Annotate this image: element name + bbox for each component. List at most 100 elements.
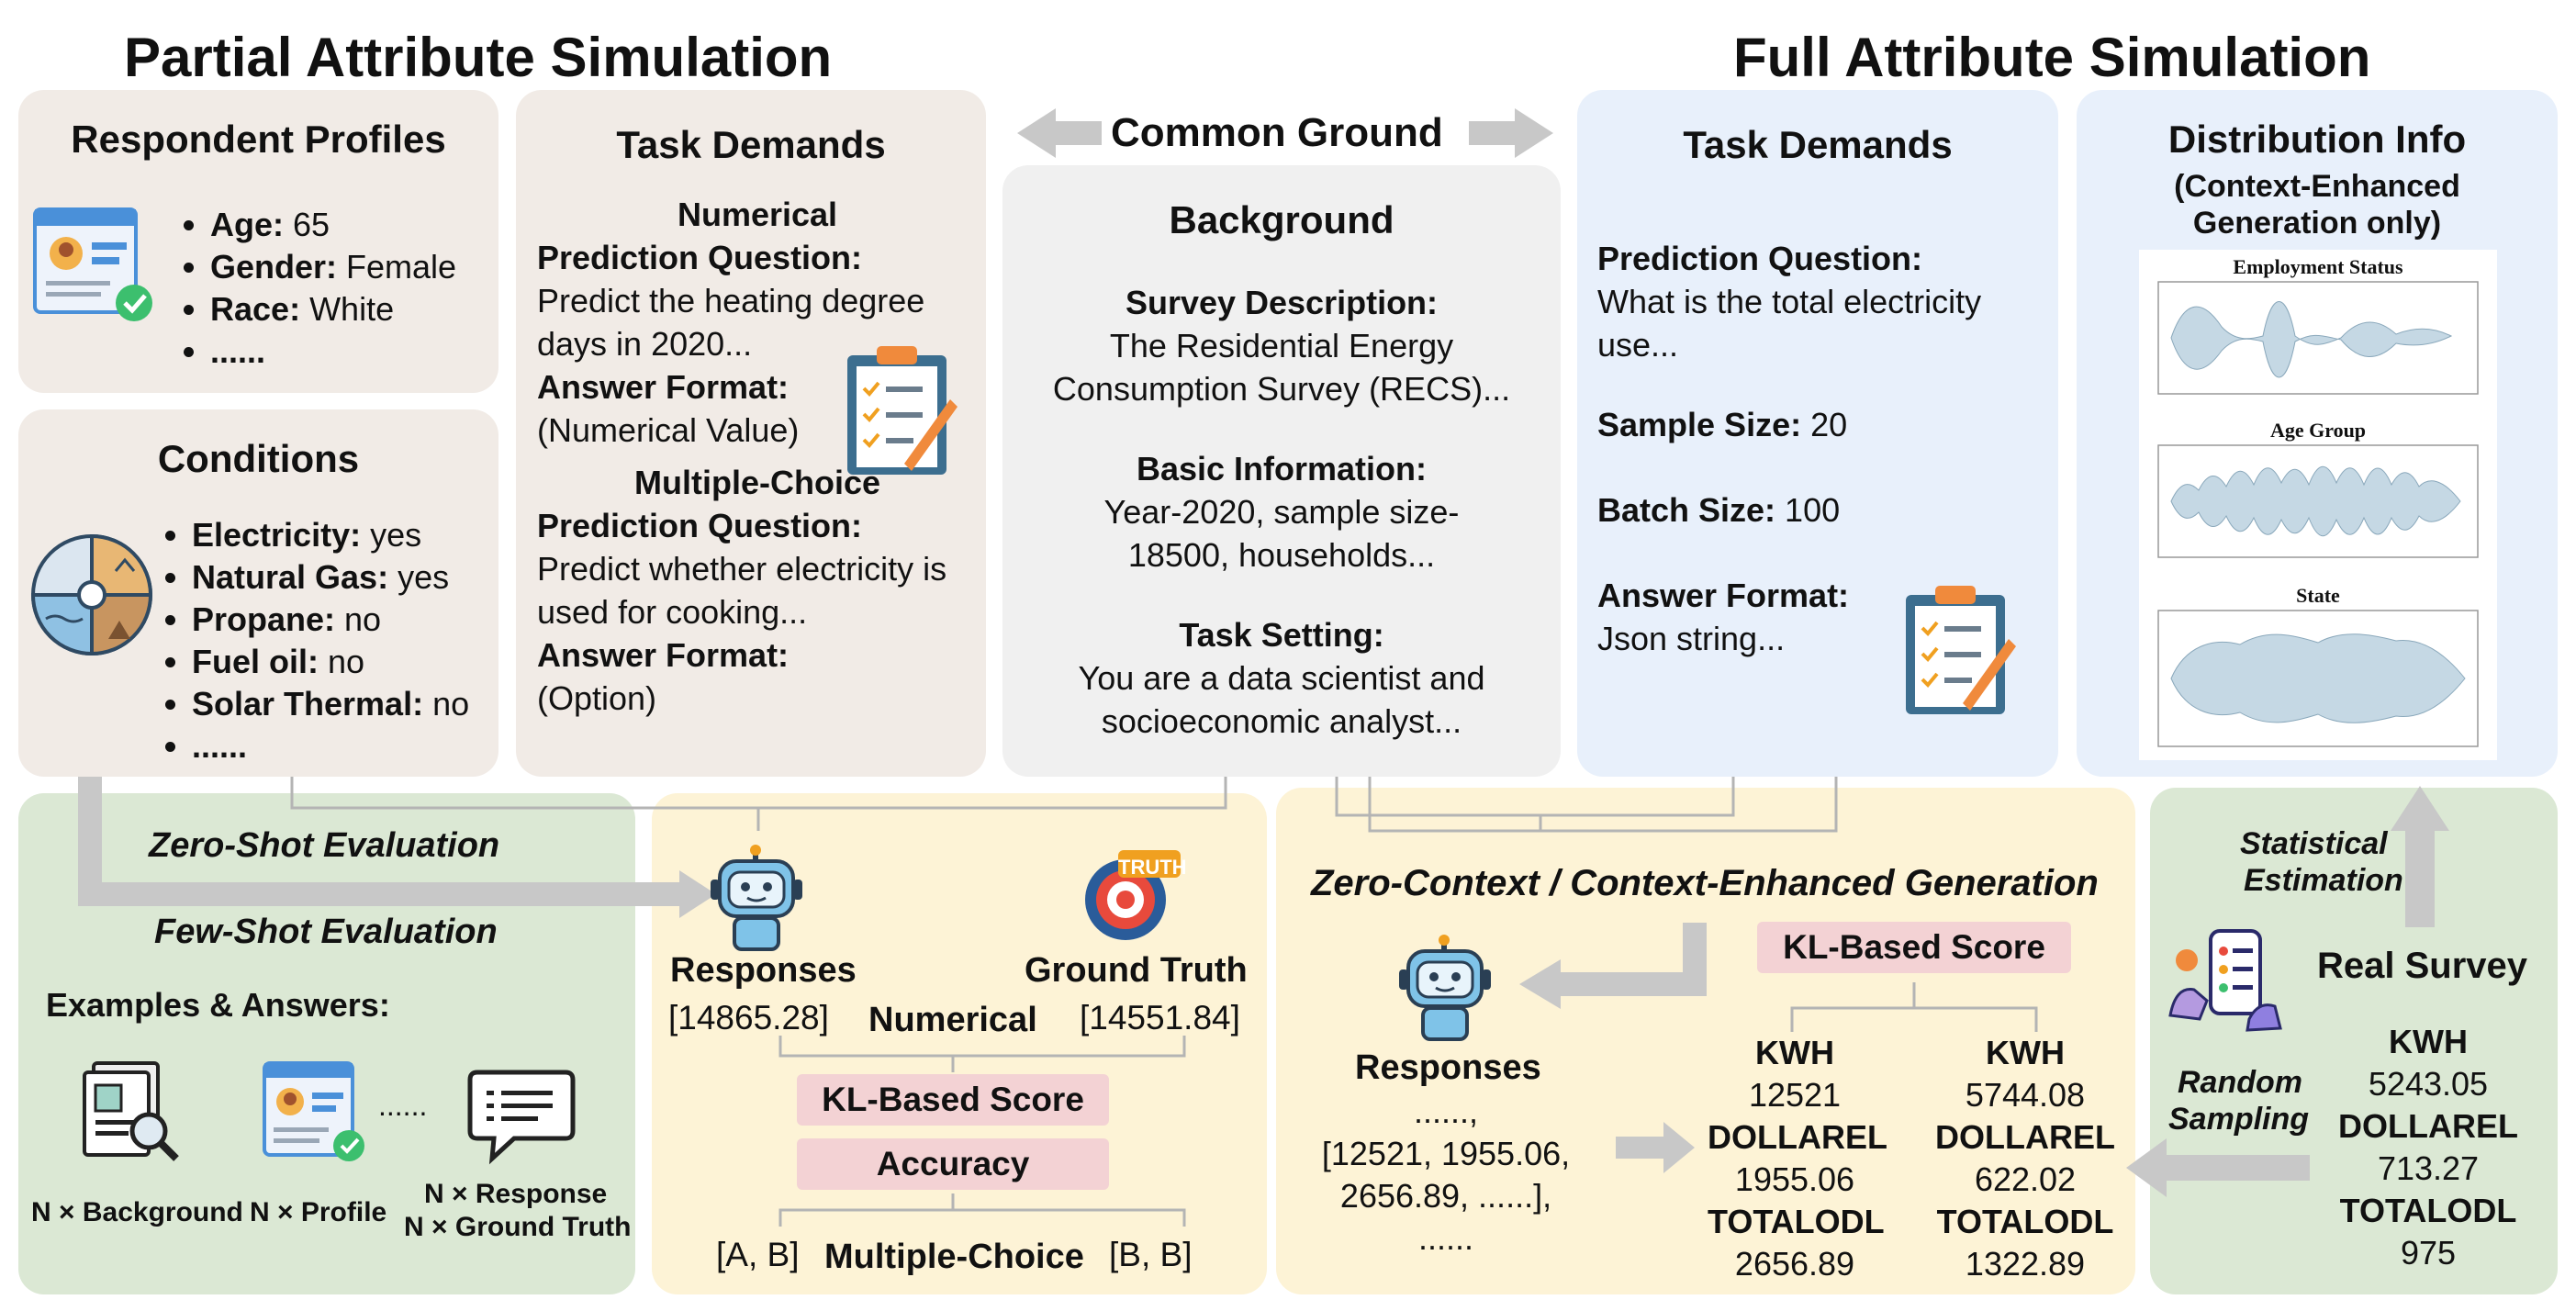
robot-icon	[711, 845, 802, 951]
col-val: 622.02	[1974, 1160, 2077, 1198]
col-var: TOTALODL	[1708, 1203, 1885, 1240]
profile-card-icon	[263, 1061, 364, 1161]
condition-item: Natural Gas: yes	[192, 556, 469, 599]
conditions-list: Electricity: yes Natural Gas: yes Propan…	[151, 514, 469, 768]
profile-item: Gender: Female	[210, 246, 456, 288]
sample-size: Sample Size: 20	[1597, 406, 1848, 443]
numerical-label: Numerical	[868, 1001, 1037, 1039]
violin-age-group	[2157, 444, 2479, 558]
task-right-title: Task Demands	[1683, 123, 1953, 166]
task-setting-1: You are a data scientist and	[1078, 659, 1485, 697]
distribution-sub2: Generation only)	[2192, 206, 2442, 241]
accuracy-badge: Accuracy	[797, 1138, 1109, 1190]
title-full: Full Attribute Simulation	[1733, 27, 2371, 88]
response-line: ......	[1417, 1219, 1473, 1257]
response-line: 2656.89, ......],	[1339, 1177, 1552, 1215]
col-val: 1955.06	[1734, 1160, 1855, 1198]
background-body: Survey Description: The Residential Ener…	[1002, 281, 1561, 743]
basic-info-head: Basic Information:	[1136, 450, 1428, 487]
clipboard-icon	[847, 346, 958, 475]
condition-item: ......	[192, 725, 469, 768]
plot-label: Employment Status	[2233, 255, 2403, 278]
real-survey-title: Real Survey	[2317, 946, 2528, 986]
task-left-body: Numerical Prediction Question: Predict t…	[537, 193, 978, 720]
common-ground-label: Common Ground	[1111, 110, 1443, 155]
ground-truth-label: Ground Truth	[1025, 951, 1248, 990]
num-format: (Numerical Value)	[537, 411, 800, 449]
col-val: 2656.89	[1734, 1245, 1855, 1283]
mc-label: Multiple-Choice	[824, 1238, 1084, 1276]
n-truth-label: N × Ground Truth	[404, 1212, 632, 1242]
num-head1: Numerical	[677, 196, 838, 233]
survey-val: 713.27	[2377, 1149, 2480, 1187]
num-question-1: Predict the heating degree	[537, 282, 925, 319]
real-survey-values: KWH 5243.05 DOLLAREL 713.27 TOTALODL 975	[2332, 1021, 2525, 1274]
survey-val: 975	[2400, 1234, 2457, 1272]
survey-desc-head: Survey Description:	[1125, 284, 1439, 321]
violin-employment	[2157, 281, 2479, 395]
task-setting-head: Task Setting:	[1179, 616, 1384, 654]
num-format-label: Answer Format:	[537, 368, 790, 406]
task-right-body: Prediction Question: What is the total e…	[1597, 237, 2047, 660]
survey-var: DOLLAREL	[2338, 1107, 2518, 1145]
estimation-label: Estimation	[2244, 863, 2403, 898]
truth-badge: TRUTH	[1118, 856, 1187, 879]
condition-item: Electricity: yes	[192, 514, 469, 556]
n-profile-label: N × Profile	[250, 1197, 387, 1227]
col-var: KWH	[1986, 1034, 2065, 1071]
mc-format-label: Answer Format:	[537, 636, 790, 674]
response-line: [12521, 1955.06,	[1321, 1135, 1571, 1172]
pred-question-label: Prediction Question:	[1597, 240, 1923, 277]
background-title: Background	[1169, 198, 1394, 241]
full-col-1: KWH 12521 DOLLAREL 1955.06 TOTALODL 2656…	[1708, 1032, 1887, 1285]
col-var: DOLLAREL	[1935, 1118, 2115, 1156]
statistical-label: Statistical	[2240, 826, 2388, 861]
real-survey-panel	[2150, 788, 2558, 1294]
response-value: [14865.28]	[668, 999, 829, 1036]
distribution-title: Distribution Info	[2167, 118, 2467, 161]
kl-score-full-badge: KL-Based Score	[1757, 922, 2071, 973]
utilities-wheel-icon	[30, 533, 153, 656]
condition-item: Solar Thermal: no	[192, 683, 469, 725]
document-search-icon	[83, 1061, 179, 1161]
background-panel	[1002, 165, 1561, 777]
profile-card-icon	[33, 207, 152, 321]
examples-label: Examples & Answers:	[46, 986, 390, 1024]
survey-people-icon	[2168, 929, 2282, 1032]
zero-shot-label: Zero-Shot Evaluation	[149, 826, 500, 865]
generation-title: Zero-Context / Context-Enhanced Generati…	[1311, 863, 2099, 903]
responses-label: Responses	[670, 951, 857, 990]
survey-desc-2: Consumption Survey (RECS)...	[1052, 370, 1511, 408]
answer-format: Json string...	[1597, 620, 1786, 657]
basic-info-1: Year-2020, sample size-	[1103, 493, 1460, 531]
basic-info-2: 18500, households...	[1127, 536, 1436, 574]
mc-question-1: Predict whether electricity is	[537, 550, 947, 588]
random-label: Random	[2178, 1065, 2302, 1100]
conditions-title: Conditions	[157, 437, 360, 480]
full-col-2: KWH 5744.08 DOLLAREL 622.02 TOTALODL 132…	[1933, 1032, 2117, 1285]
survey-val: 5243.05	[2368, 1065, 2489, 1103]
truth-target-icon	[1085, 850, 1181, 940]
title-partial: Partial Attribute Simulation	[124, 27, 833, 88]
full-responses-label: Responses	[1355, 1048, 1541, 1087]
col-val: 1322.89	[1965, 1245, 2086, 1283]
col-var: DOLLAREL	[1708, 1118, 1887, 1156]
full-eval-panel	[1276, 788, 2135, 1294]
few-shot-label: Few-Shot Evaluation	[154, 913, 498, 951]
truth-value: [14551.84]	[1080, 999, 1240, 1036]
response-line: ......,	[1413, 1092, 1478, 1130]
violin-plots: Employment Status Age Group State	[2139, 250, 2497, 760]
mc-format: (Option)	[537, 679, 657, 717]
kl-score-badge: KL-Based Score	[797, 1074, 1109, 1126]
clipboard-icon	[1906, 586, 2016, 714]
robot-icon	[1399, 935, 1491, 1041]
plot-label: Age Group	[2269, 419, 2367, 442]
profiles-list: Age: 65 Gender: Female Race: White .....…	[170, 204, 456, 373]
profile-item: Age: 65	[210, 204, 456, 246]
n-background-label: N × Background	[31, 1197, 243, 1227]
mc-response: [A, B]	[716, 1236, 800, 1273]
pred-question-2: use...	[1597, 326, 1679, 364]
violin-state	[2157, 610, 2479, 747]
examples-dots: ......	[378, 1089, 428, 1122]
pred-question-1: What is the total electricity	[1597, 283, 1982, 320]
